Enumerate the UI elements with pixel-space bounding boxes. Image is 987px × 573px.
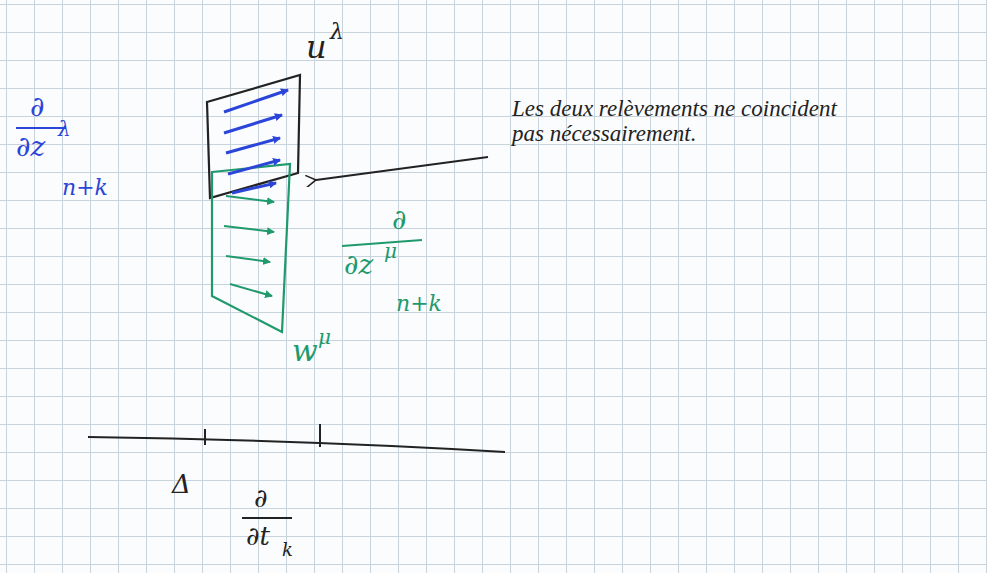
vector-label: u — [306, 30, 327, 65]
numerator: ∂ — [254, 484, 267, 513]
leader-arrow — [316, 157, 488, 180]
point-label: Δ — [172, 470, 191, 499]
tick — [204, 429, 206, 445]
fraction-bar — [342, 240, 422, 246]
denominator: ∂t — [246, 522, 270, 551]
denominator: ∂z — [344, 250, 373, 281]
lift-parallelogram — [207, 75, 300, 198]
tick — [319, 424, 321, 447]
vector-arrows — [224, 90, 288, 193]
note-text: Les deux relèvements ne coincident pas n… — [512, 96, 842, 147]
superscript: μ — [384, 240, 397, 262]
superscript: μ — [318, 326, 331, 348]
vector-arrows — [224, 196, 274, 296]
lift-parallelogram — [212, 164, 290, 332]
vector-label: w — [292, 334, 318, 367]
denominator: ∂z — [16, 132, 45, 163]
superscript: λ — [330, 20, 344, 44]
superscript: λ — [58, 118, 71, 140]
subscript: k — [282, 540, 293, 560]
subscript: n+k — [396, 292, 442, 316]
base-line — [88, 437, 505, 452]
numerator: ∂ — [392, 205, 406, 236]
numerator: ∂ — [30, 92, 44, 123]
subscript: n+k — [62, 176, 108, 200]
fraction-bar — [242, 517, 292, 519]
